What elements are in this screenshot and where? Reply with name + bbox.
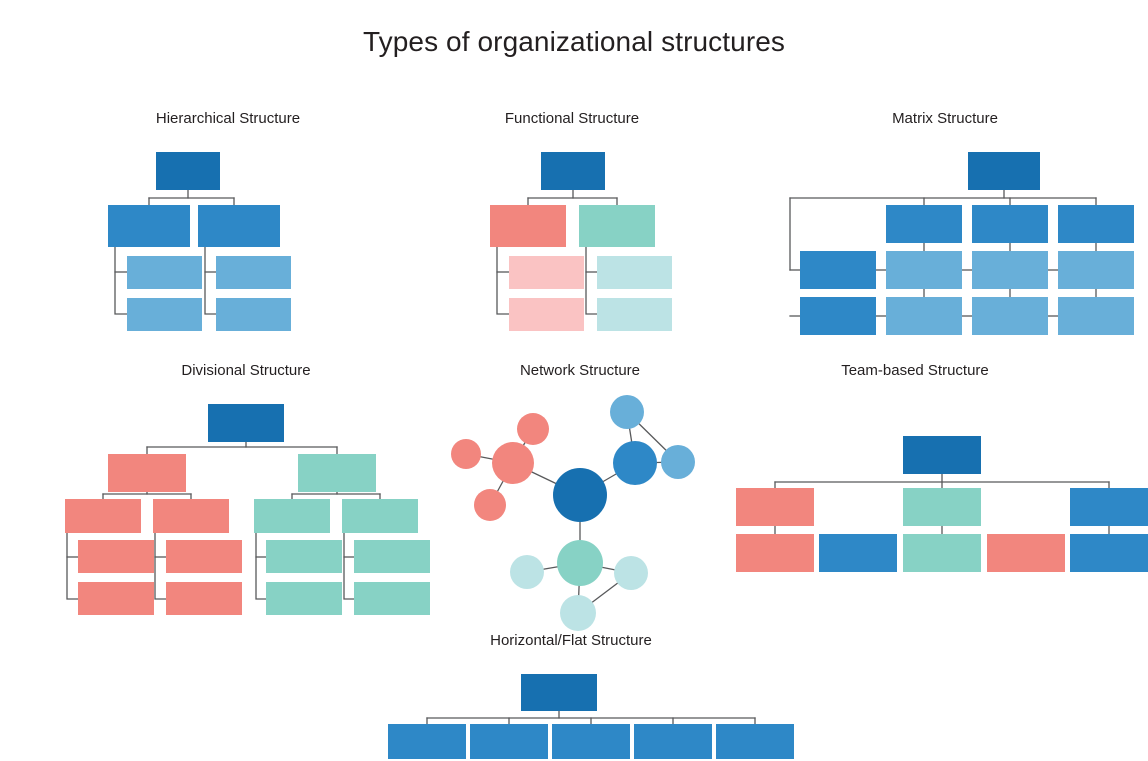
node-unit-b2[interactable] <box>342 499 418 533</box>
node-fn-col-2[interactable] <box>972 205 1048 243</box>
diagram-network: Network Structure <box>445 362 715 631</box>
node-teal-satellite-2[interactable] <box>614 556 648 590</box>
node-red-satellite-2[interactable] <box>517 413 549 445</box>
node-blue-satellite-1[interactable] <box>610 395 644 429</box>
node-root[interactable] <box>541 152 605 190</box>
diagram-title-divisional: Divisional Structure <box>181 362 311 379</box>
node-fn-col-3[interactable] <box>1058 205 1134 243</box>
node-sub-2[interactable] <box>819 534 897 572</box>
node-team-a1b[interactable] <box>78 582 154 615</box>
node-level2-a[interactable] <box>108 205 190 247</box>
diagram-title-hierarchical: Hierarchical Structure <box>155 110 301 127</box>
node-team-a2a[interactable] <box>166 540 242 573</box>
node-peer-5[interactable] <box>716 724 794 759</box>
node-sub-4[interactable] <box>987 534 1065 572</box>
node-root[interactable] <box>208 404 284 442</box>
node-peer-4[interactable] <box>634 724 712 759</box>
nodes-team-based <box>736 436 1148 572</box>
node-peer-2[interactable] <box>470 724 548 759</box>
node-peer-1[interactable] <box>388 724 466 759</box>
nodes-network <box>451 395 695 631</box>
node-team-b2a[interactable] <box>354 540 430 573</box>
node-level2-b[interactable] <box>198 205 280 247</box>
node-root[interactable] <box>156 152 220 190</box>
node-team-a1a[interactable] <box>78 540 154 573</box>
diagram-title-matrix: Matrix Structure <box>892 110 998 127</box>
node-level3-b1[interactable] <box>216 256 291 289</box>
node-cell-1-2[interactable] <box>972 251 1048 289</box>
node-dept-a[interactable] <box>490 205 566 247</box>
node-hub-blue[interactable] <box>613 441 657 485</box>
diagram-horizontal-flat: Horizontal/Flat Structure <box>355 632 795 761</box>
node-hub-teal[interactable] <box>557 540 603 586</box>
nodes-horizontal-flat <box>388 674 794 759</box>
node-level3-a1[interactable] <box>127 256 202 289</box>
node-root[interactable] <box>903 436 981 474</box>
node-level3-b2[interactable] <box>216 298 291 331</box>
connectors-matrix <box>789 189 1097 317</box>
page-title: Types of organizational structures <box>362 26 786 57</box>
node-root[interactable] <box>968 152 1040 190</box>
connectors-divisional <box>66 441 381 600</box>
diagram-team-based: Team-based Structure <box>700 362 1148 602</box>
node-teal-satellite-3[interactable] <box>560 595 596 631</box>
node-hub-center[interactable] <box>553 468 607 522</box>
connectors-hierarchical <box>114 189 235 315</box>
diagram-hierarchical: Hierarchical Structure <box>78 110 378 340</box>
node-peer-3[interactable] <box>552 724 630 759</box>
nodes-matrix <box>800 152 1134 335</box>
node-division-a[interactable] <box>108 454 186 492</box>
node-dept-b[interactable] <box>579 205 655 247</box>
node-cell-2-3[interactable] <box>1058 297 1134 335</box>
connectors-horizontal-flat <box>426 710 756 725</box>
node-cell-2-1[interactable] <box>886 297 962 335</box>
diagram-divisional: Divisional Structure <box>58 362 434 624</box>
node-team-b1[interactable] <box>597 256 672 289</box>
node-team-b2b[interactable] <box>354 582 430 615</box>
diagram-matrix: Matrix Structure <box>789 110 1134 340</box>
node-unit-b1[interactable] <box>254 499 330 533</box>
node-sub-5[interactable] <box>1070 534 1148 572</box>
node-team-a2[interactable] <box>509 298 584 331</box>
diagram-title-horizontal-flat: Horizontal/Flat Structure <box>490 632 652 649</box>
node-sub-1[interactable] <box>736 534 814 572</box>
nodes-hierarchical <box>108 152 291 331</box>
node-hub-red[interactable] <box>492 442 534 484</box>
node-cell-2-2[interactable] <box>972 297 1048 335</box>
node-team-b1a[interactable] <box>266 540 342 573</box>
node-red-satellite-1[interactable] <box>451 439 481 469</box>
node-red-satellite-3[interactable] <box>474 489 506 521</box>
node-team-2[interactable] <box>903 488 981 526</box>
node-team-a2b[interactable] <box>166 582 242 615</box>
node-division-b[interactable] <box>298 454 376 492</box>
node-blue-satellite-2[interactable] <box>661 445 695 479</box>
node-team-b2[interactable] <box>597 298 672 331</box>
connectors-functional <box>496 189 618 315</box>
node-cell-1-1[interactable] <box>886 251 962 289</box>
node-team-b1b[interactable] <box>266 582 342 615</box>
node-teal-satellite-1[interactable] <box>510 555 544 589</box>
node-fn-col-1[interactable] <box>886 205 962 243</box>
node-proj-row-2[interactable] <box>800 297 876 335</box>
node-team-3[interactable] <box>1070 488 1148 526</box>
node-proj-row-1[interactable] <box>800 251 876 289</box>
nodes-functional <box>490 152 672 331</box>
diagram-functional: Functional Structure <box>432 110 712 340</box>
node-unit-a2[interactable] <box>153 499 229 533</box>
node-unit-a1[interactable] <box>65 499 141 533</box>
node-cell-1-3[interactable] <box>1058 251 1134 289</box>
node-team-a1[interactable] <box>509 256 584 289</box>
diagram-title-team-based: Team-based Structure <box>841 362 989 379</box>
nodes-divisional <box>65 404 430 615</box>
diagram-title-functional: Functional Structure <box>504 110 640 127</box>
diagram-title-network: Network Structure <box>519 362 641 379</box>
node-team-1[interactable] <box>736 488 814 526</box>
node-sub-3[interactable] <box>903 534 981 572</box>
connectors-team-based <box>774 473 1110 535</box>
node-level3-a2[interactable] <box>127 298 202 331</box>
node-root[interactable] <box>521 674 597 711</box>
